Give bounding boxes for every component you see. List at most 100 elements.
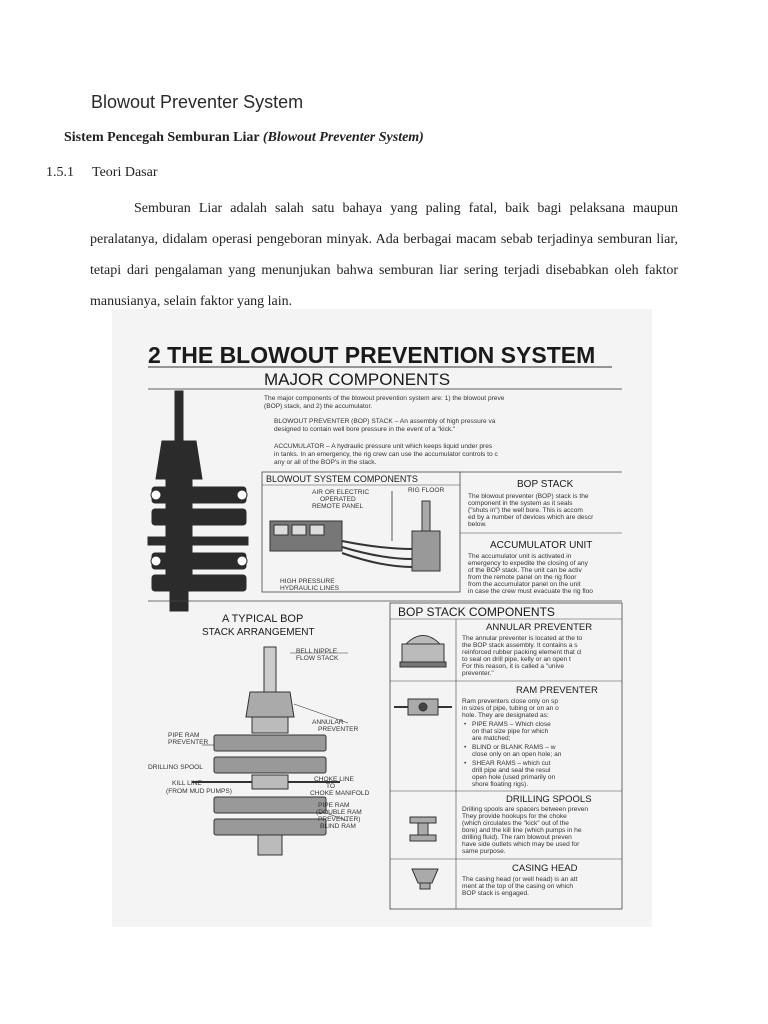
label-rig-floor: RIG FLOOR [408, 487, 445, 494]
section-number: 1.5.1 [46, 165, 74, 180]
ram-heading: RAM PREVENTER [516, 685, 598, 696]
acc-def-line-3: any or all of the BOP's in the stack. [274, 459, 377, 466]
ram-item-line: open hole (used primarily on [472, 774, 556, 781]
bop-stack-line: ed by a number of devices which are desc… [468, 514, 594, 521]
bop-stack-line: below. [468, 521, 487, 528]
annular-text: The annular preventer is located at the … [462, 635, 583, 677]
spools-line: have side outlets which may be used for [462, 841, 580, 848]
acc-unit-line: emergency to expedite the closing of any [468, 560, 589, 567]
acc-unit-line: from the accumulator panel on the unit [468, 581, 581, 588]
label-air-2: OPERATED [320, 496, 356, 503]
label-bell-nipple-2: FLOW STACK [296, 655, 339, 662]
subheading-text: Sistem Pencegah Semburan Liar [64, 130, 263, 145]
spools-line: They provide hookups for the choke [462, 813, 567, 820]
typical-heading-2: STACK ARRANGEMENT [202, 627, 315, 638]
label-double-ram-1: PIPE RAM [318, 802, 350, 809]
bop-figure: 2 THE BLOWOUT PREVENTION SYSTEM MAJOR CO… [112, 309, 652, 927]
label-choke-line-3: CHOKE MANIFOLD [310, 790, 370, 797]
annular-line: to seal on drill pipe, kelly or an open … [462, 656, 571, 663]
label-pipe-ram-1: PIPE RAM [168, 732, 200, 739]
label-kill-line-2: (FROM MUD PUMPS) [166, 788, 232, 795]
bop-stack-line: component in the system as it seals [468, 500, 573, 507]
system-box-title: BLOWOUT SYSTEM COMPONENTS [266, 474, 418, 484]
ram-item-line: SHEAR RAMS – which cut [472, 760, 551, 767]
spools-line: (which circulates the "kick" out of the [462, 820, 569, 827]
definitions: The major components of the blowout prev… [264, 395, 505, 466]
bop-def-line-1: BLOWOUT PREVENTER (BOP) STACK – An assem… [274, 418, 496, 425]
subheading-italic: (Blowout Preventer System) [262, 130, 424, 145]
intro-line-1: The major components of the blowout prev… [264, 395, 505, 402]
ram-item-line: BLIND or BLANK RAMS – w [472, 744, 556, 751]
annular-line: reinforced rubber packing element that c… [462, 649, 582, 656]
spools-line: drilling fluid). The ram blowout preven [462, 834, 572, 841]
components-heading: BOP STACK COMPONENTS [398, 605, 555, 619]
acc-unit-line: in case the crew must evacuate the rig f… [468, 588, 593, 595]
ram-line: in sizes of pipe, tubing or on an o [462, 705, 559, 712]
bop-stack-illustration [147, 390, 249, 612]
svg-text:•: • [464, 744, 467, 751]
typical-heading-1: A TYPICAL BOP [222, 613, 303, 625]
ram-item-line: close only on an open hole; an [472, 751, 562, 758]
ram-list: • PIPE RAMS – Which close on that size p… [464, 721, 562, 788]
intro-line-2: (BOP) stack, and 2) the accumulator. [264, 403, 372, 410]
acc-unit-line: The accumulator unit is activated in [468, 553, 572, 560]
label-annular-1: ANNULAR [312, 719, 344, 726]
label-bell-nipple-1: BELL NIPPLE [296, 648, 338, 655]
acc-def-line-1: ACCUMULATOR – A hydraulic pressure unit … [274, 443, 493, 450]
annular-heading: ANNULAR PREVENTER [486, 622, 592, 633]
acc-def-line-2: in tanks. In an emergency, the rig crew … [274, 451, 499, 458]
figure-subtitle: MAJOR COMPONENTS [264, 370, 450, 389]
label-kill-line-1: KILL LINE [172, 780, 202, 787]
ram-item-line: on that size pipe for which [472, 728, 549, 735]
body-paragraph: Semburan Liar adalah salah satu bahaya y… [90, 201, 678, 309]
bop-stack-line: The blowout preventer (BOP) stack is the [468, 493, 589, 500]
acc-unit-line: from the remote panel on the rig floor [468, 574, 577, 581]
label-choke-line-2: TO [326, 783, 335, 790]
typical-stack-illustration [192, 646, 349, 856]
spools-line: Drilling spools are spacers between prev… [462, 806, 588, 813]
ram-item-line: shore floating rigs). [472, 781, 528, 788]
acc-unit-heading: ACCUMULATOR UNIT [490, 540, 592, 551]
label-annular-2: PREVENTER [318, 726, 359, 733]
label-drilling-spool: DRILLING SPOOL [148, 764, 203, 771]
ram-item-line: PIPE RAMS – Which close [472, 721, 551, 728]
page-title: Blowout Preventer System [91, 92, 304, 112]
spools-line: same purpose. [462, 848, 506, 855]
bop-stack-heading: BOP STACK [517, 479, 574, 490]
bop-def-line-2: designed to contain well bore pressure i… [274, 426, 456, 433]
spools-text: Drilling spools are spacers between prev… [462, 806, 588, 855]
label-double-ram-4: BLIND RAM [320, 823, 356, 830]
spools-heading: DRILLING SPOOLS [506, 794, 592, 805]
section-title: Teori Dasar [92, 165, 158, 180]
annular-icon [399, 635, 447, 668]
ram-item-line: drill pipe and seal the resul [472, 767, 551, 774]
ram-line: hole. They are designated as: [462, 712, 549, 719]
casing-line: ment at the top of the casing on which [462, 883, 573, 890]
ram-text: Ram preventers close only on sp in sizes… [462, 698, 559, 719]
acc-unit-text: The accumulator unit is activated in eme… [468, 553, 593, 595]
ram-icon [394, 698, 452, 716]
casing-icon [411, 868, 439, 890]
casing-line: BOP stack is engaged. [462, 890, 529, 897]
annular-line: For this reason, it is called a "unive [462, 663, 564, 670]
casing-heading: CASING HEAD [512, 863, 578, 874]
subheading: Sistem Pencegah Semburan Liar (Blowout P… [64, 130, 424, 146]
ram-line: Ram preventers close only on sp [462, 698, 558, 705]
annular-line: The annular preventer is located at the … [462, 635, 583, 642]
label-high-pressure-2: HYDRAULIC LINES [280, 585, 340, 592]
svg-text:•: • [464, 760, 467, 767]
label-double-ram-2: (DOUBLE RAM [316, 809, 362, 816]
accumulator-illustration [269, 491, 441, 572]
annular-line: the BOP stack assembly. It contains a s [462, 642, 578, 649]
annular-line: preventer." [462, 670, 494, 677]
spools-line: bore) and the kill line (which pumps in … [462, 827, 582, 834]
casing-line: The casing head (or well head) is an att [462, 876, 578, 883]
svg-text:•: • [464, 721, 467, 728]
label-high-pressure-1: HIGH PRESSURE [280, 578, 335, 585]
section-heading: 1.5.1 Teori Dasar [46, 165, 158, 181]
label-double-ram-3: PREVENTER) [318, 816, 361, 823]
figure-main-title: 2 THE BLOWOUT PREVENTION SYSTEM [148, 342, 595, 368]
bop-stack-text: The blowout preventer (BOP) stack is the… [468, 493, 594, 528]
bop-stack-line: ("shuts in") the well bore. This is acco… [468, 507, 583, 514]
acc-unit-line: of the BOP stack. The unit can be activ [468, 567, 582, 574]
